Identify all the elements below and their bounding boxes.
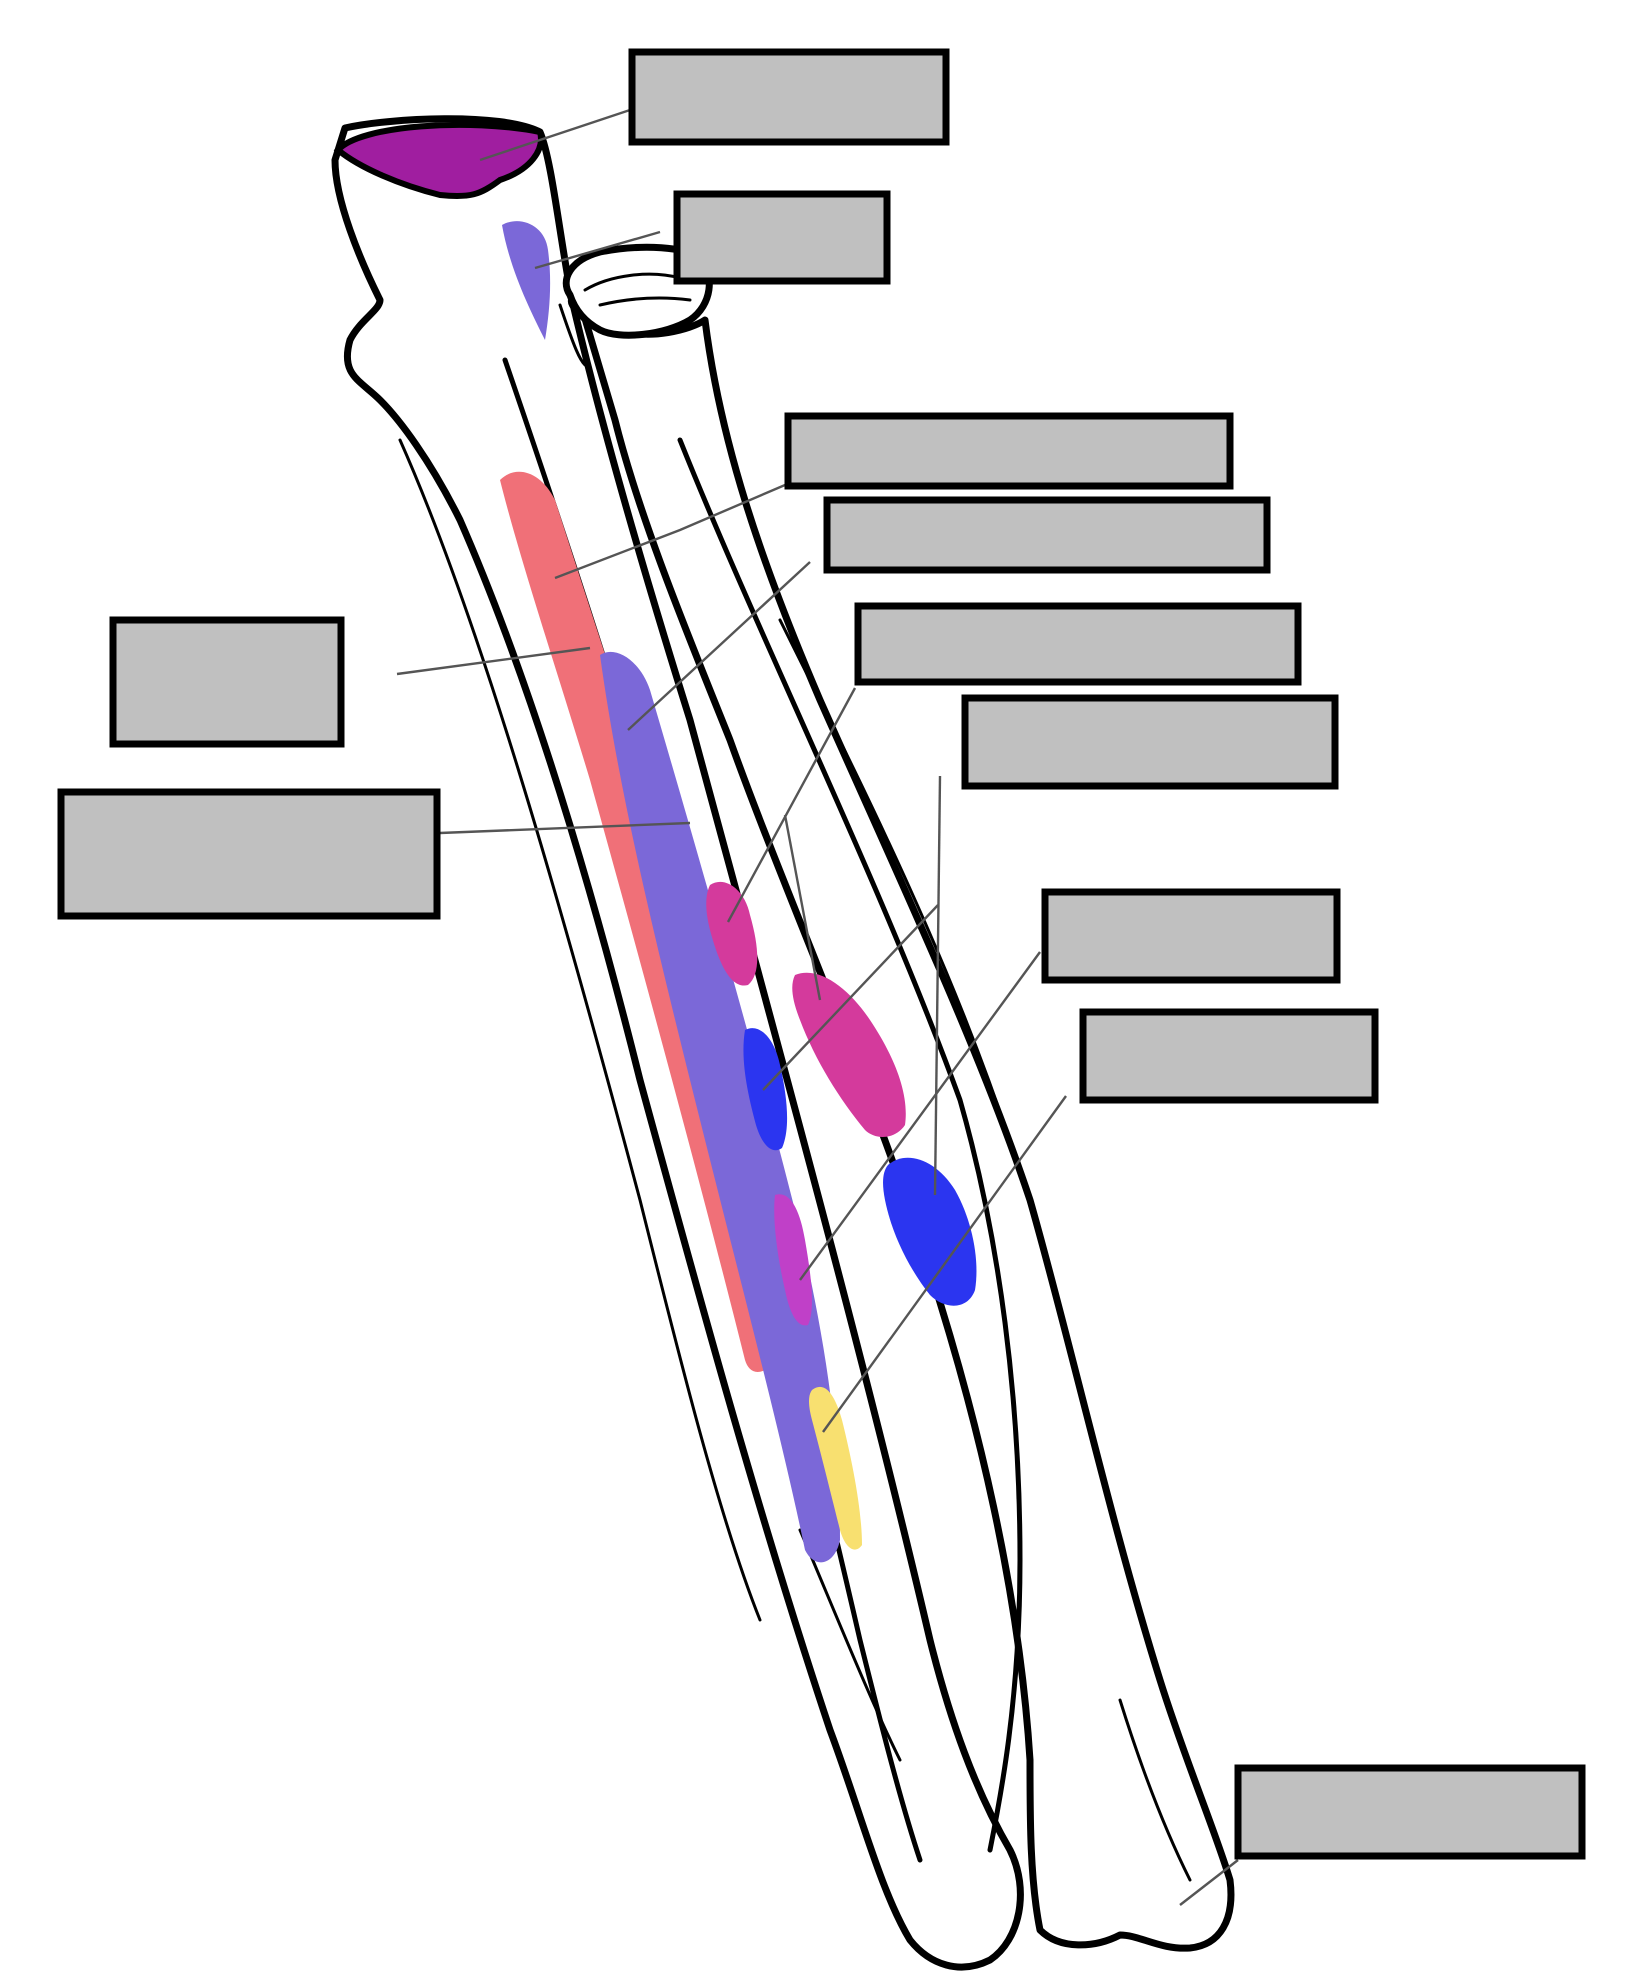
violet-area xyxy=(774,1194,812,1326)
radius-distal-line xyxy=(1118,1698,1192,1882)
label-box-left-1[interactable] xyxy=(109,616,345,748)
leader-right-4c xyxy=(783,814,822,1001)
label-box-right-4[interactable] xyxy=(961,694,1339,790)
label-box-right-2[interactable] xyxy=(823,496,1271,574)
label-box-right-3[interactable] xyxy=(854,602,1302,686)
leader-bottom-right xyxy=(1179,1859,1239,1906)
label-box-right-5[interactable] xyxy=(1041,888,1341,984)
olecranon-attachment xyxy=(333,121,544,200)
label-boxes xyxy=(57,48,1586,1860)
leader-right-4a xyxy=(933,775,942,1196)
leader-left-2 xyxy=(439,821,691,835)
radial-head-rim xyxy=(583,272,682,292)
label-box-left-2[interactable] xyxy=(57,788,441,920)
radius-interosseous-border xyxy=(677,437,1023,1853)
leader-right-4b xyxy=(762,904,939,1091)
radius-anterior-line xyxy=(778,618,1042,1242)
yellow-area xyxy=(809,1386,862,1550)
label-box-top-2[interactable] xyxy=(673,190,891,285)
leader-right-2 xyxy=(627,561,811,731)
blue-area-2 xyxy=(883,1157,977,1306)
leader-right-1 xyxy=(554,483,786,580)
label-box-top-1[interactable] xyxy=(628,48,950,146)
leader-right-5 xyxy=(799,951,1041,1281)
leader-right-3 xyxy=(726,687,857,923)
magenta-area-1 xyxy=(706,881,758,986)
ulna-posterior-ridge xyxy=(398,438,762,1622)
leader-left-1 xyxy=(396,646,591,676)
label-box-right-6[interactable] xyxy=(1079,1008,1379,1104)
leader-lines xyxy=(396,108,1239,1906)
leader-right-6 xyxy=(822,1095,1067,1433)
lavender-long-strip xyxy=(600,651,840,1563)
salmon-strip xyxy=(500,471,765,1372)
radial-head-rim-2 xyxy=(598,296,692,307)
ulna-head-ridge xyxy=(558,303,587,367)
lavender-proximal-area xyxy=(502,221,551,340)
label-box-right-1[interactable] xyxy=(784,412,1234,490)
attachment-areas xyxy=(500,221,977,1563)
magenta-area-2 xyxy=(792,972,906,1137)
leader-top-1 xyxy=(479,108,631,162)
leader-top-2 xyxy=(534,230,661,270)
label-box-bottom-right[interactable] xyxy=(1234,1764,1586,1860)
